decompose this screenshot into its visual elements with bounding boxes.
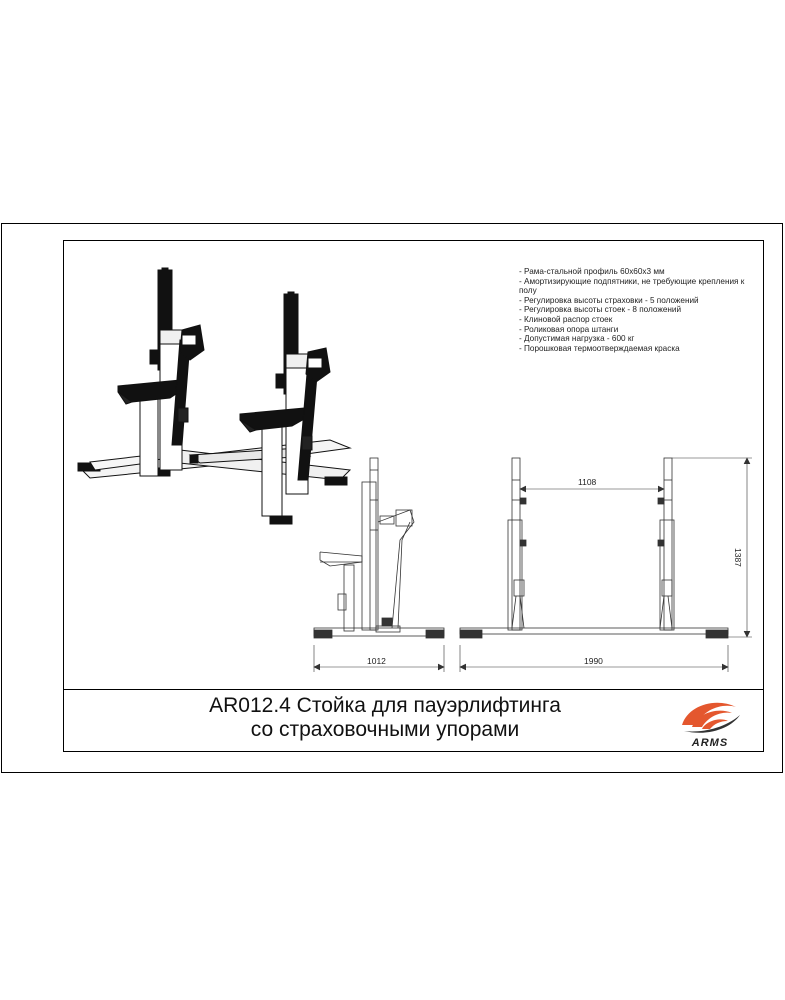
drawing-sheet-border (1, 223, 783, 773)
spec-item: - Регулировка высоты страховки - 5 полож… (519, 295, 699, 305)
product-render (77, 267, 352, 525)
spec-item: - Порошковая термоотверждаемая краска (519, 343, 680, 353)
spec-item: - Амортизирующие подпятники, не требующи… (519, 276, 745, 296)
document-title: AR012.4 Стойка для пауэрлифтинга со стра… (120, 694, 650, 742)
specification-list: - Рама-стальной профиль 60x60x3 мм - Амо… (519, 267, 754, 353)
side-view-drawing (313, 457, 445, 639)
height-label: 1387 (733, 548, 743, 567)
title-line-1: AR012.4 Стойка для пауэрлифтинга (209, 694, 561, 717)
inner-width-dimension (519, 485, 665, 493)
height-dimension-line (672, 457, 752, 638)
front-width-label: 1990 (584, 656, 603, 666)
side-width-label: 1012 (367, 656, 386, 666)
spec-item: - Рама-стальной профиль 60x60x3 мм (519, 267, 665, 276)
front-view-drawing (459, 457, 729, 639)
front-dimension-line (459, 645, 729, 672)
side-dimension-line (313, 645, 445, 672)
logo-text: ARMS (691, 737, 729, 749)
spec-item: - Клиновой распор стоек (519, 314, 613, 324)
spec-item: - Допустимая нагрузка - 600 кг (519, 334, 635, 344)
spec-item: - Роликовая опора штанги (519, 324, 619, 334)
inner-width-label: 1108 (578, 477, 597, 487)
title-block-separator (63, 689, 764, 690)
spec-item: - Регулировка высоты стоек - 8 положений (519, 305, 682, 315)
title-line-2: со страховочными упорами (250, 718, 520, 741)
arms-logo-icon (682, 702, 740, 733)
drawing-frame (63, 240, 764, 752)
